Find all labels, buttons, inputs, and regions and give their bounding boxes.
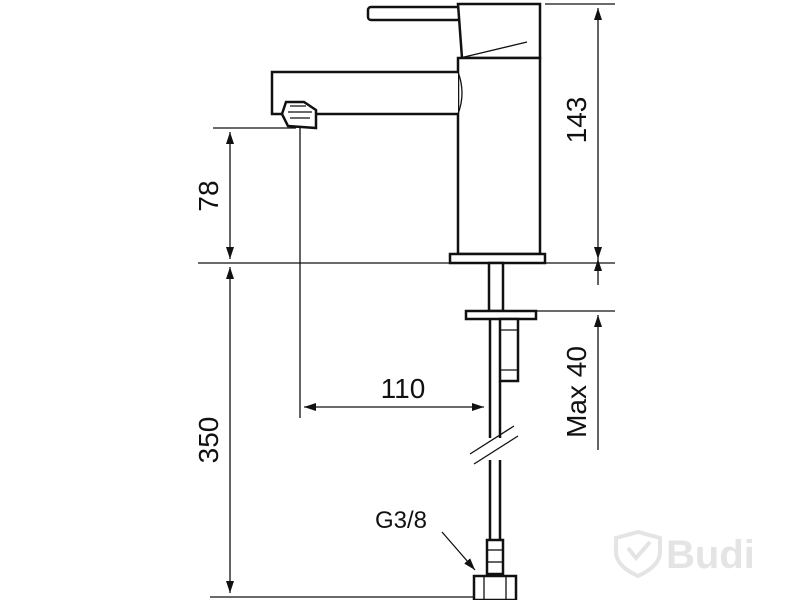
supply-hose-lower	[488, 460, 502, 540]
thread-nut	[472, 574, 518, 600]
hose-break-marks	[469, 425, 519, 465]
watermark-shield-icon	[614, 529, 662, 579]
faucet-base-flange	[448, 252, 547, 265]
hose-fitting	[485, 538, 505, 576]
watermark: Budi	[614, 529, 755, 579]
dimension-lines	[226, 8, 602, 593]
thread-callout-leader	[441, 531, 476, 571]
dimension-label-max40: Max 40	[561, 346, 592, 438]
supply-hose-upper	[488, 319, 502, 438]
faucet-handle-cap	[456, 2, 542, 60]
thread-callout-label: G3/8	[375, 507, 427, 534]
watermark-text: Budi	[666, 533, 755, 577]
extension-lines	[198, 3, 615, 598]
faucet-lever	[366, 5, 462, 22]
fixing-nut	[498, 317, 520, 383]
faucet-column	[456, 56, 542, 256]
mounting-shank	[487, 261, 505, 313]
dimension-label-350: 350	[193, 417, 224, 464]
dimension-label-143: 143	[561, 97, 592, 144]
faucet-spout	[270, 70, 458, 116]
dimension-labels: 78 143 350 110 Max 40 G3/8	[193, 97, 592, 534]
faucet-aerator	[280, 100, 318, 130]
faucet-body	[270, 2, 547, 600]
dimension-label-110: 110	[381, 373, 426, 404]
dimension-label-78: 78	[193, 180, 224, 211]
